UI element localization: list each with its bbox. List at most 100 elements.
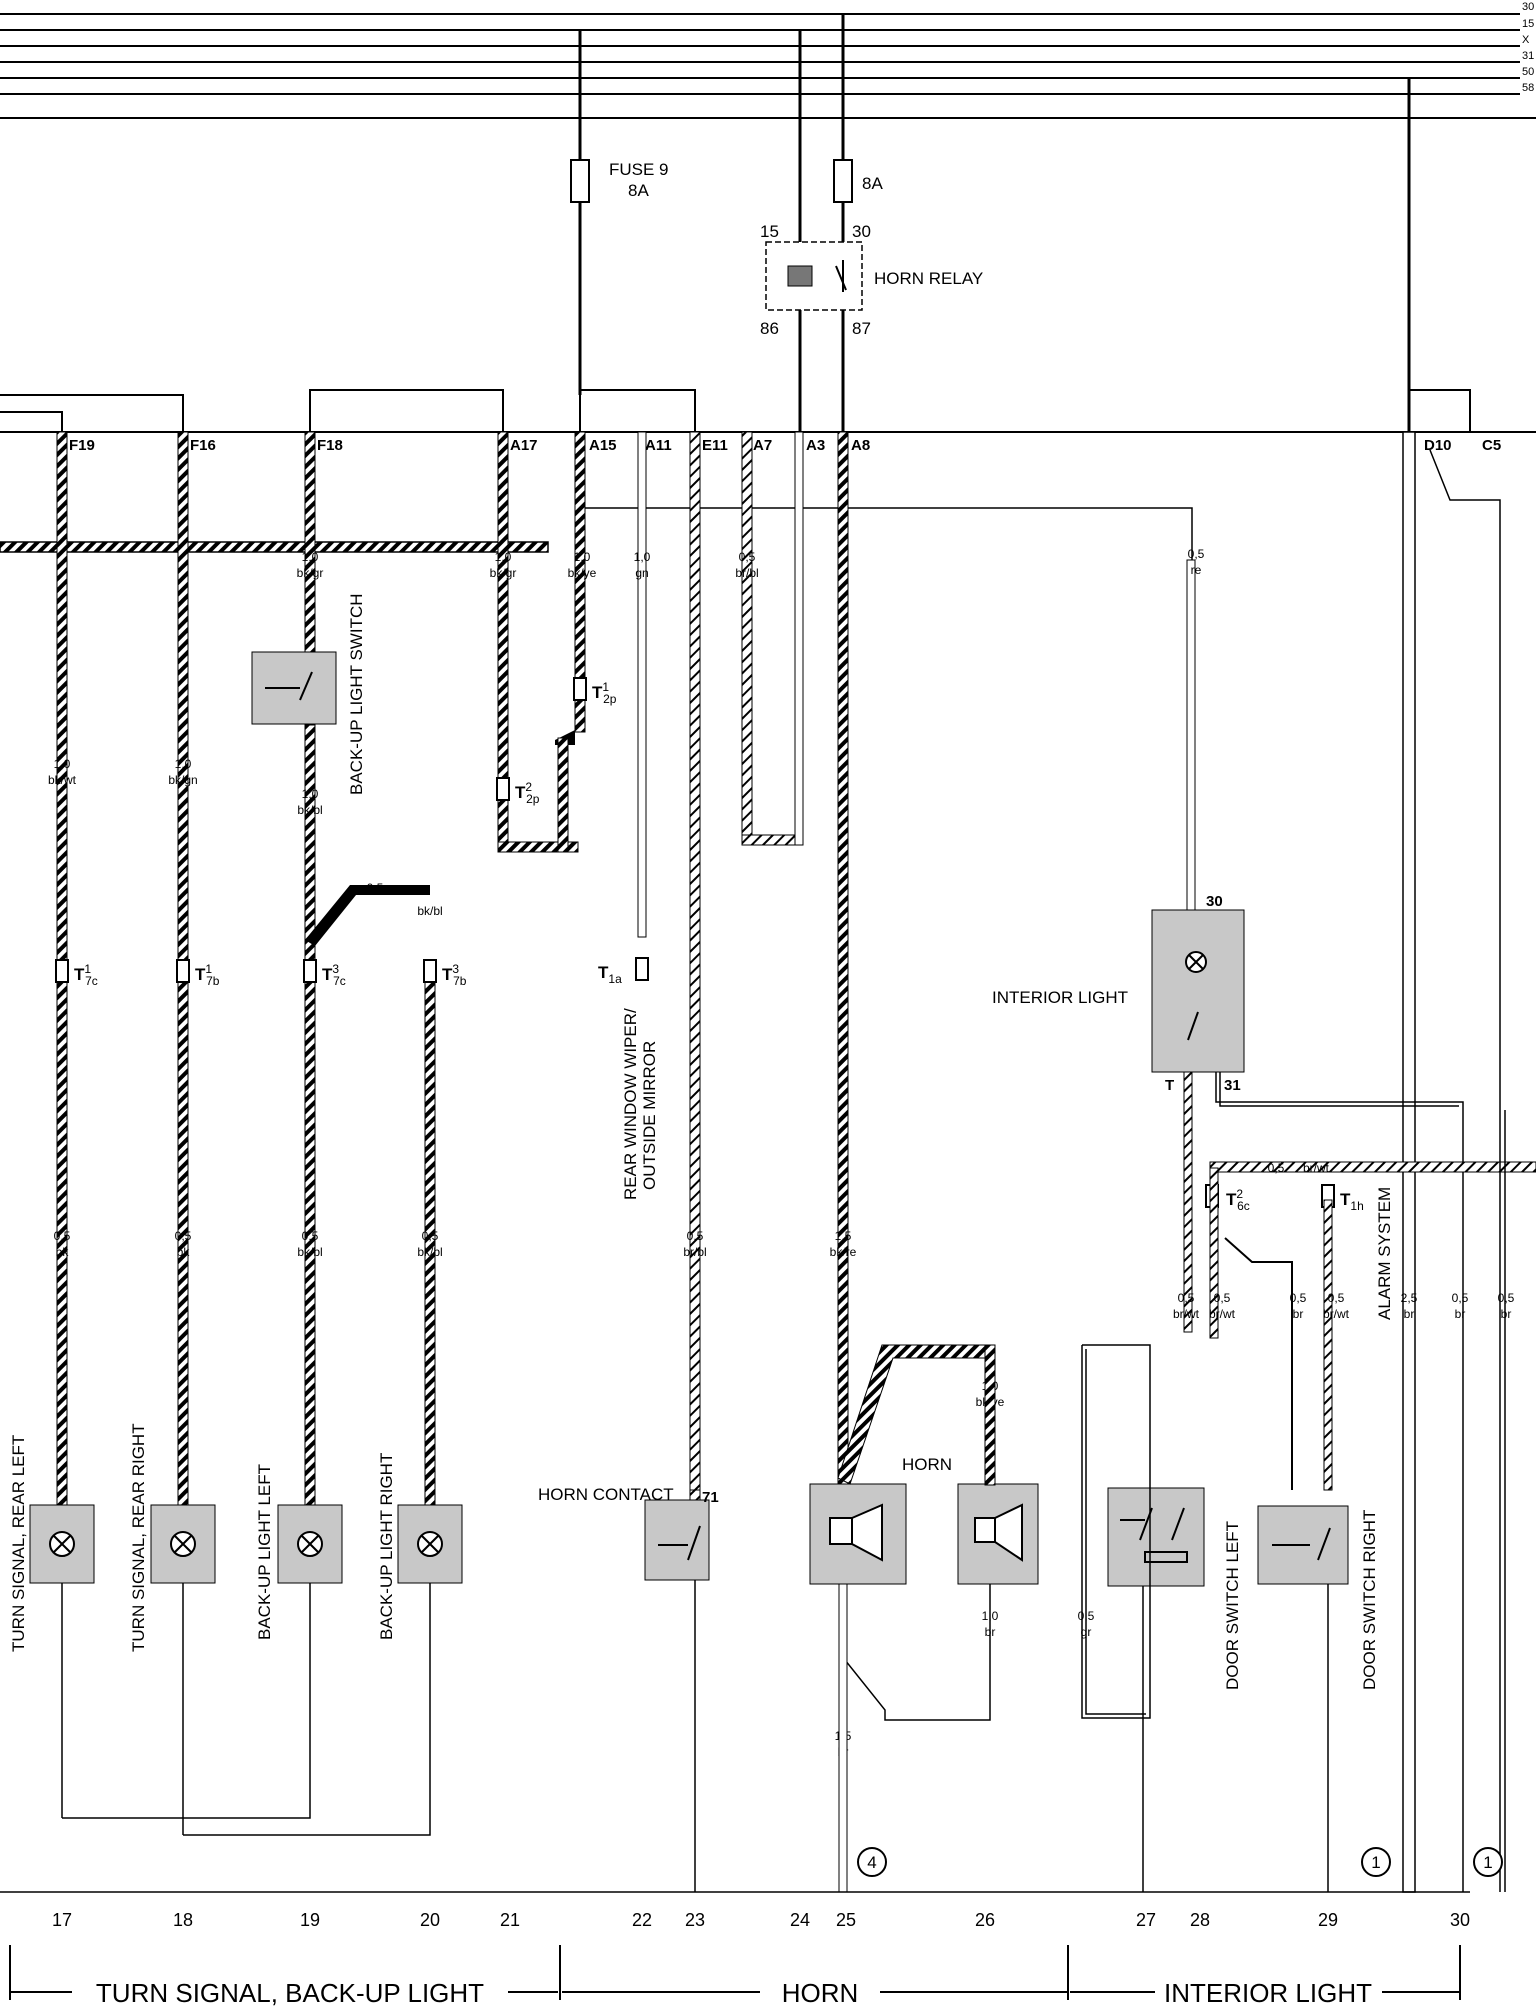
wire-size-18: 1,0 — [175, 757, 192, 771]
door-switch-left-label: DOOR SWITCH LEFT — [1223, 1521, 1242, 1690]
wire-size-int: 0,5 — [1188, 547, 1205, 561]
connector-t2p2 — [496, 777, 510, 801]
backup-switch-label: BACK-UP LIGHT SWITCH — [347, 593, 366, 795]
column-23: 23 — [685, 1910, 705, 1930]
rail-label-x: X — [1522, 34, 1530, 46]
wire-size-25: 1,5 — [835, 1229, 852, 1243]
wire-size-21b: 1,0 — [574, 550, 591, 564]
wire-size-30c: 0,5 — [1498, 1291, 1515, 1305]
wire-size-19b: 1,0 — [302, 787, 319, 801]
wire-size-21: 1,0 — [495, 550, 512, 564]
connector-t1h-label: T1h — [1340, 1190, 1364, 1213]
wire-color-18b: bk — [177, 1245, 191, 1259]
terminal-f18: F18 — [317, 437, 343, 454]
wire-size-20a: 0,5 — [367, 881, 384, 895]
wire-color-17b: bk — [56, 1245, 70, 1259]
terminal-d10: D10 — [1424, 437, 1452, 454]
terminal-e11: E11 — [702, 437, 728, 454]
door-switch-right-label: DOOR SWITCH RIGHT — [1360, 1510, 1379, 1690]
column-30: 30 — [1450, 1910, 1470, 1930]
rail-label-30: 30 — [1522, 1, 1534, 13]
fuse9-label: FUSE 9 — [609, 160, 669, 179]
horn-label: HORN — [902, 1455, 952, 1474]
ground-ref-1a: 1 — [1371, 1853, 1380, 1872]
bulb-turn-rear-right — [150, 1504, 216, 1584]
bulb-backup-left — [277, 1504, 343, 1584]
wire-color-22: gn — [635, 566, 648, 580]
column-25: 25 — [836, 1910, 856, 1930]
wire-size-17: 1,0 — [54, 757, 71, 771]
wire-color-29: br/wt — [1323, 1307, 1350, 1321]
terminal-a7: A7 — [753, 437, 772, 454]
column-18: 18 — [173, 1910, 193, 1930]
ground-ref-1b: 1 — [1483, 1853, 1492, 1872]
wire-size-17b: 0,5 — [54, 1229, 71, 1243]
terminal-f19: F19 — [69, 437, 95, 454]
wire-color-19c: bk/bl — [297, 1245, 322, 1259]
interior-pin-30: 30 — [1206, 893, 1223, 910]
horn-fuse-rating: 8A — [862, 174, 883, 193]
wire-color-30b: br — [1455, 1307, 1466, 1321]
interior-light: INTERIOR LIGHT 30 T 31 — [992, 893, 1245, 1094]
alarm-label: ALARM SYSTEM — [1375, 1187, 1394, 1320]
terminal-a17: A17 — [510, 437, 538, 454]
door-switch-right: DOOR SWITCH RIGHT — [1257, 1505, 1379, 1690]
connector-t2p1 — [573, 677, 587, 701]
section-interior-light: INTERIOR LIGHT — [1164, 1978, 1372, 2008]
wire-size-29: 0,5 — [1328, 1291, 1345, 1305]
horn-right — [957, 1483, 1039, 1585]
ground-ref-4: 4 — [867, 1853, 876, 1872]
wire-color-28: br/wt — [1209, 1307, 1236, 1321]
wire-labels-lower: 0,5 bk 0,5 bk 0,5 bk/bl 0,5 bk/bl 0,5 br… — [54, 1161, 1515, 1759]
relay-pin-87: 87 — [852, 319, 871, 338]
wire-size-27: 0,5 — [1178, 1291, 1195, 1305]
horn-left — [809, 1483, 907, 1585]
wire-size-23: 0,5 — [687, 1229, 704, 1243]
ground-refs: 4 1 1 — [857, 1847, 1503, 1877]
wire-color-18: bk/gn — [168, 773, 197, 787]
wire-color-20b: bk/bl — [417, 1245, 442, 1259]
wire-size-19c: 0,5 — [302, 1229, 319, 1243]
fuse9-rating: 8A — [628, 181, 649, 200]
connector-t1a — [635, 957, 649, 981]
terminal-strip: F19 F16 F18 A17 A15 A11 E11 A7 A3 A8 D10… — [69, 437, 1501, 454]
wire-color-25: bk/re — [830, 1245, 857, 1259]
wire-size-28: 0,5 — [1214, 1291, 1231, 1305]
connector-t7b1 — [176, 959, 190, 983]
wire-size-30b: 0,5 — [1452, 1291, 1469, 1305]
horn-relay: 15 30 86 87 HORN RELAY — [760, 222, 983, 338]
rear-wiper-label-2: OUTSIDE MIRROR — [640, 1041, 659, 1190]
terminal-a3: A3 — [806, 437, 825, 454]
wire-color-23: br/bl — [683, 1245, 706, 1259]
wire-color-int: re — [1191, 563, 1202, 577]
connector-t1a-label: T1a — [598, 963, 622, 986]
terminal-a11: A11 — [645, 437, 672, 454]
horn-fuse: 8A — [833, 14, 883, 242]
turn-rear-right-label: TURN SIGNAL, REAR RIGHT — [129, 1423, 148, 1652]
section-turn-signal: TURN SIGNAL, BACK-UP LIGHT — [96, 1978, 484, 2008]
backup-light-switch: BACK-UP LIGHT SWITCH — [251, 593, 366, 795]
terminal-c5: C5 — [1482, 437, 1501, 454]
rail-label-31: 31 — [1522, 50, 1534, 62]
wire-color-28b: br — [1293, 1307, 1304, 1321]
wire-size-30a: 2,5 — [1401, 1291, 1418, 1305]
wire-labels: 1,0 bk/wt 1,0 bk/gn 1,0 bk/gr 1,0 bk/bl … — [48, 547, 1205, 918]
column-27: 27 — [1136, 1910, 1156, 1930]
relay-pin-86: 86 — [760, 319, 779, 338]
column-21: 21 — [500, 1910, 520, 1930]
relay-label: HORN RELAY — [874, 269, 983, 288]
wire-color-24: br/bl — [735, 566, 758, 580]
relay-pin-30: 30 — [852, 222, 871, 241]
relay-pin-15: 15 — [760, 222, 779, 241]
column-17: 17 — [52, 1910, 72, 1930]
wire-color-19b: bk/bl — [297, 803, 322, 817]
section-bar — [9, 1945, 1461, 2000]
connector-t7c3 — [303, 959, 317, 983]
wire-size-24: 0,5 — [739, 550, 756, 564]
